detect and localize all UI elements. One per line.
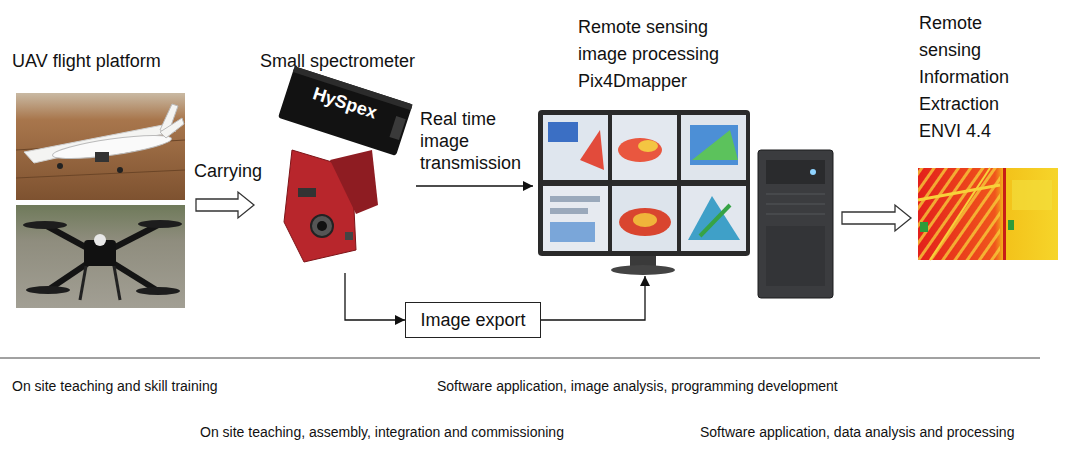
separator-line (0, 358, 1040, 359)
platform-group: UAV flight platform (10, 48, 192, 313)
connector (416, 181, 533, 191)
group-heading: Small spectrometer (260, 48, 416, 75)
connector-line (541, 276, 645, 320)
computer-tower (758, 150, 833, 298)
group-heading: Remote sensing image processing Pix4Dmap… (578, 14, 738, 95)
group-heading: Remote sensing Information Extraction EN… (919, 10, 1031, 145)
connector-line (416, 185, 533, 186)
connector-line (345, 273, 405, 320)
footnote-text: On site teaching and skill training (12, 377, 217, 395)
connector (842, 205, 911, 231)
arrowhead (395, 315, 405, 325)
quadcopter-photo (16, 205, 185, 308)
group-heading: UAV flight platform (12, 48, 190, 75)
footnote-text: Software application, image analysis, pr… (437, 377, 838, 395)
classification-map (918, 168, 1058, 260)
box-label: Image export (420, 309, 525, 331)
fixed-wing-photo (16, 93, 185, 200)
monitor-array (538, 110, 750, 275)
footnote-text: On site teaching, assembly, integration … (200, 423, 564, 441)
hollow-arrow (842, 205, 911, 231)
footnote-text: Software application, data analysis and … (700, 423, 1014, 441)
process-box: Image export (405, 302, 541, 338)
connector (541, 276, 650, 320)
workstation-group: Remote sensing image processing Pix4Dmap… (533, 14, 838, 276)
device-group: Small spectrometer (258, 48, 416, 273)
arrowhead (640, 276, 650, 286)
spectrometer-device (278, 66, 413, 262)
connector (345, 273, 405, 325)
connector (196, 192, 254, 218)
hollow-arrow (196, 192, 254, 218)
device-logo: HySpex (299, 79, 391, 128)
output-group: Remote sensing Information Extraction EN… (915, 8, 1065, 262)
arrowhead (523, 181, 533, 191)
edge-label: Real time image transmission (420, 108, 532, 174)
edge-label: Carrying (188, 160, 268, 182)
